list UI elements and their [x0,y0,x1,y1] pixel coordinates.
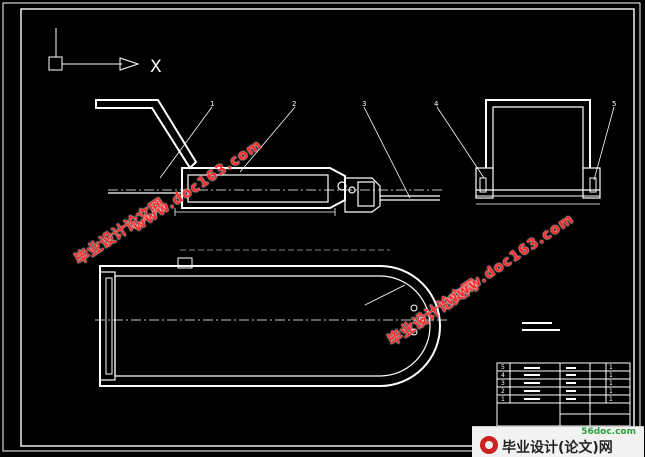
bom-row-number: 5 [501,364,505,371]
bom-qty: 1 [609,372,613,379]
logo-domain: 56doc.com [581,427,636,437]
bom-entries [524,367,576,400]
bom-qty: 1 [609,380,613,387]
balloon-2: 2 [292,100,296,108]
bom-qty: 1 [609,364,613,371]
front-view [95,99,445,216]
balloon-5: 5 [612,100,616,108]
inner-frame [20,8,635,447]
bom-text: 5 4 3 2 1 1 1 1 1 1 [501,364,613,403]
balloon-1: 1 [210,100,214,108]
logo-title: 毕业设计(论文)网 [502,440,613,456]
bom-row-number: 3 [501,380,505,387]
bom-qty: 1 [609,388,613,395]
logo-badge-icon [480,436,498,454]
leader-lines [159,106,615,306]
balloon-3: 3 [362,100,366,108]
bom-row-number: 1 [501,396,505,403]
top-view [95,249,448,387]
technical-notes [522,322,560,331]
view-direction-arrow [48,28,140,71]
bom-row-number: 4 [501,372,505,379]
title-block [496,362,631,427]
view-marker-label: X [150,57,162,77]
balloon-4: 4 [434,100,439,108]
side-view [475,99,601,205]
balloon-labels: 1 2 3 4 5 [210,100,616,108]
outer-frame [2,2,641,452]
bom-row-number: 2 [501,388,505,395]
bom-qty: 1 [609,396,613,403]
site-logo: 56doc.com 毕业设计(论文)网 [472,426,644,457]
